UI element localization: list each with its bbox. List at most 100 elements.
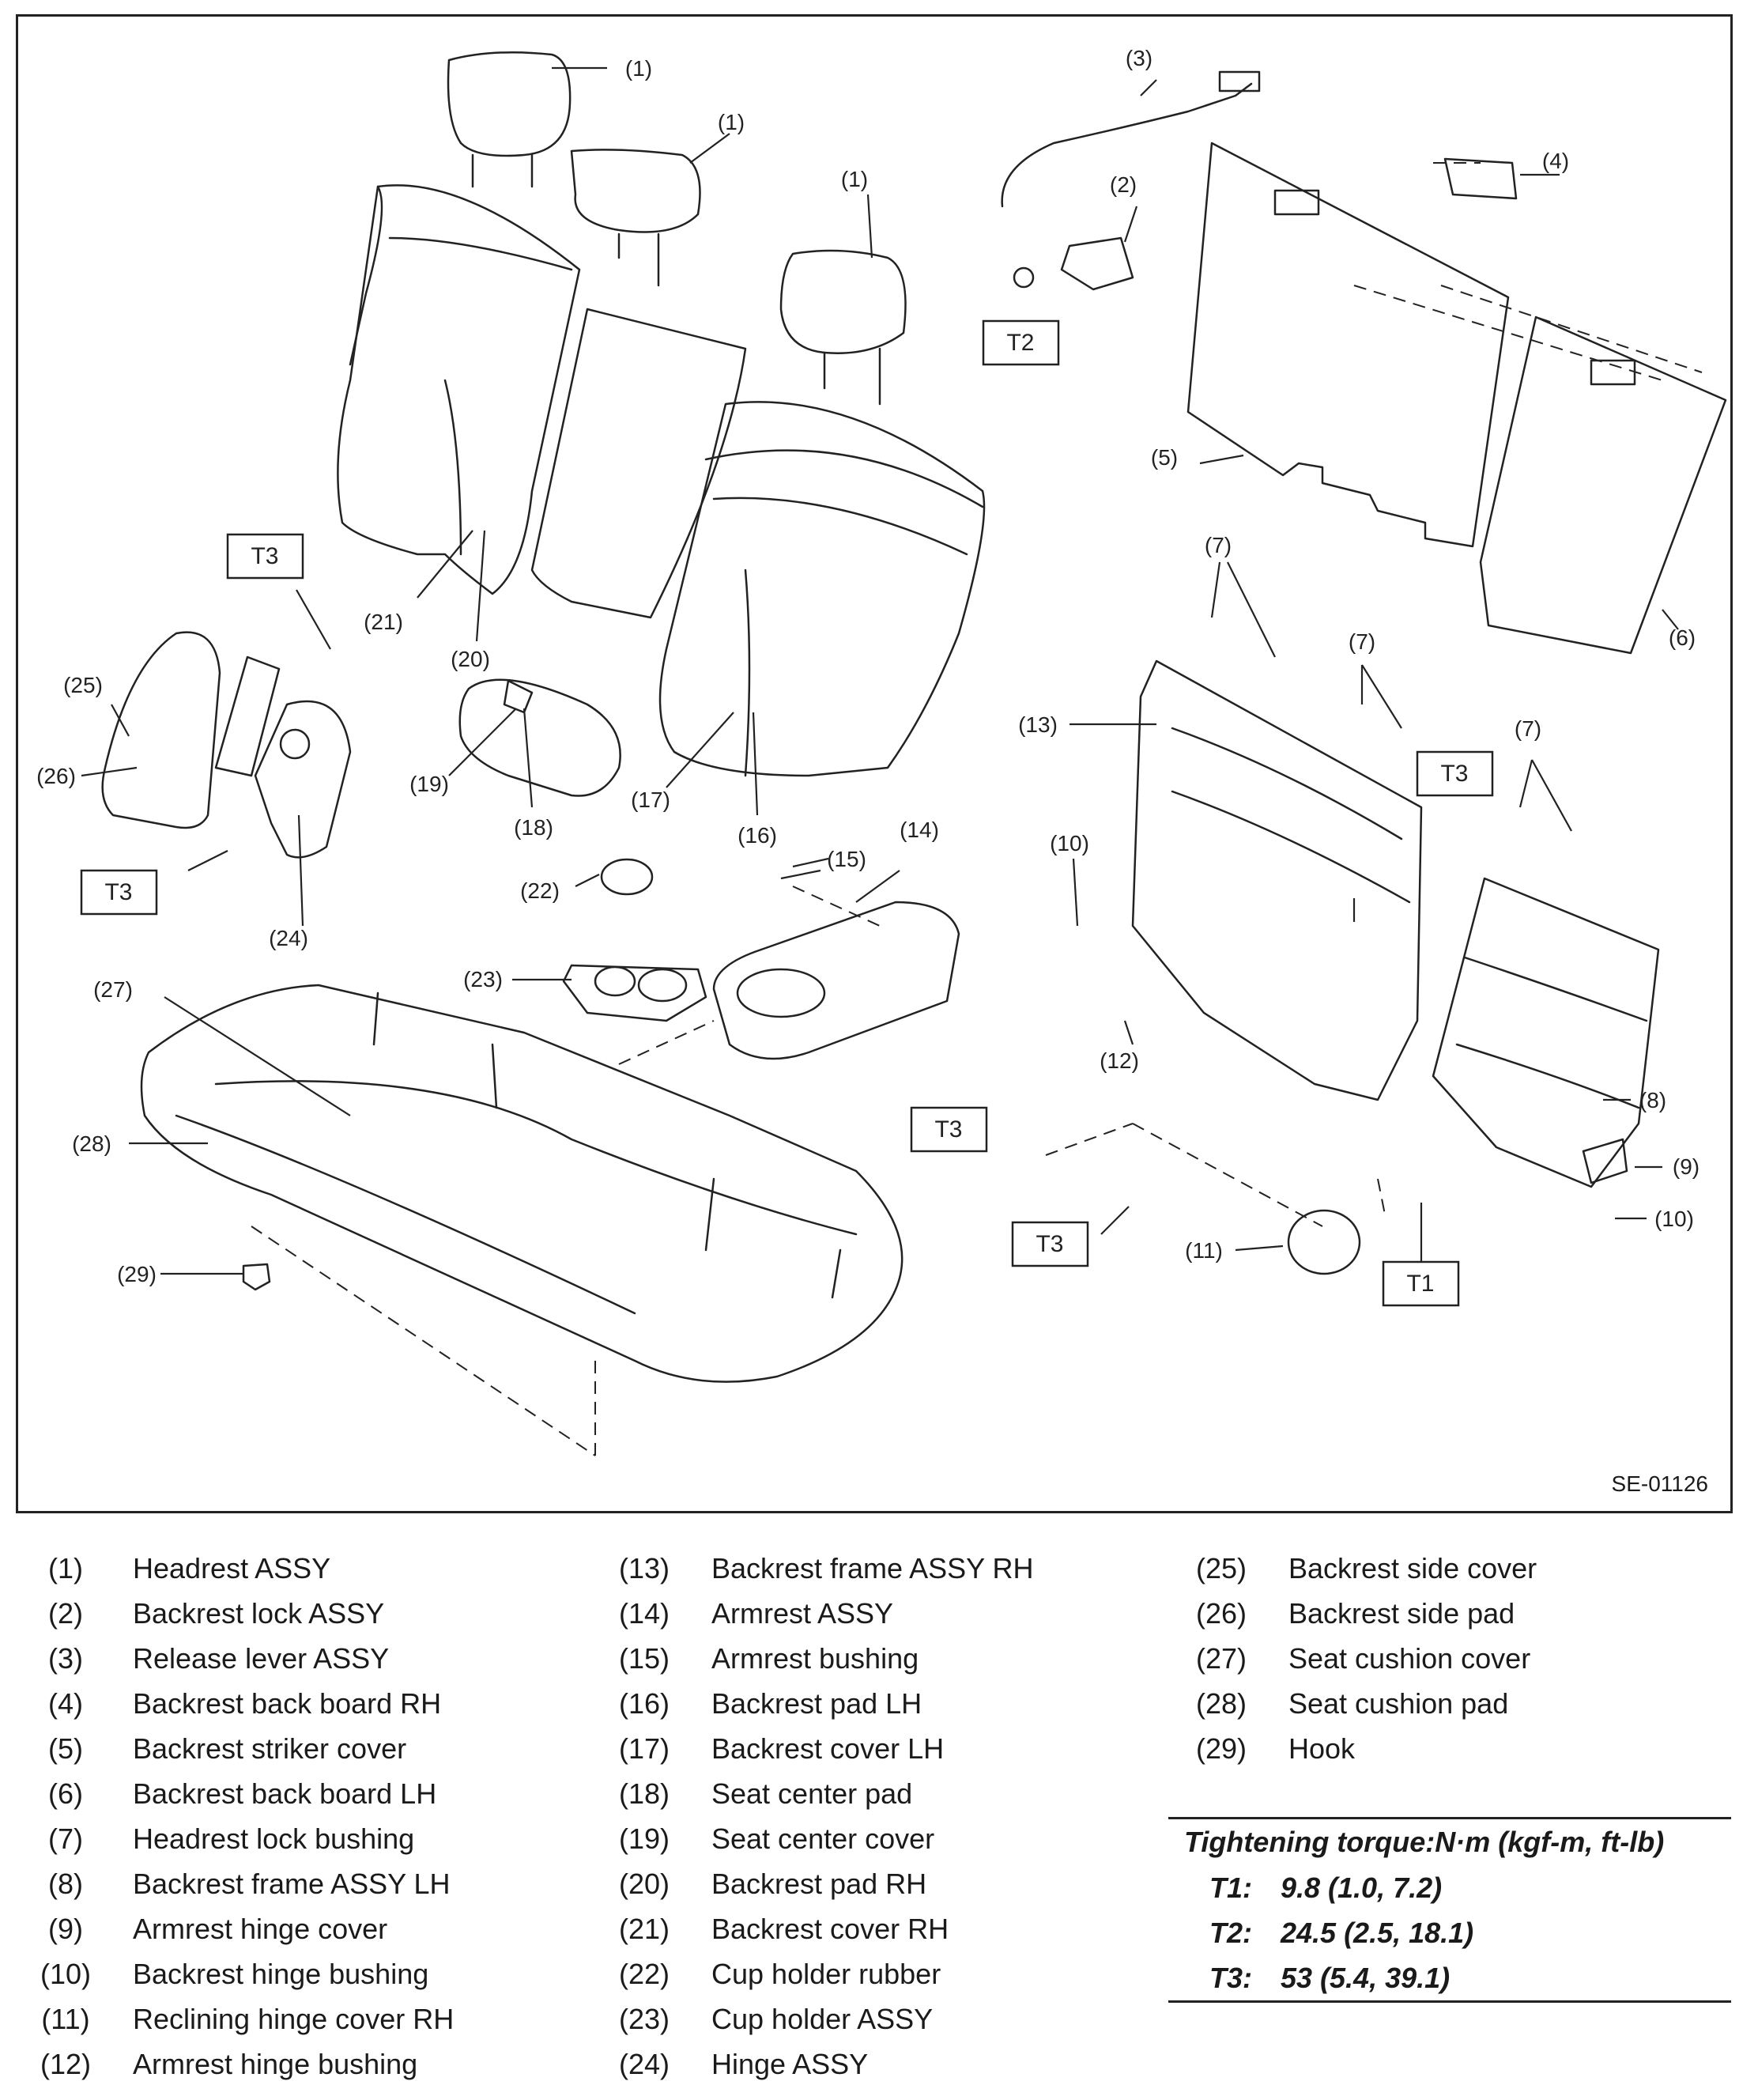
legend-item: (1)Headrest ASSY [48, 1551, 331, 1584]
legend-item: (26)Backrest side pad [1195, 1596, 1515, 1630]
torque-box-t3: T3 [1036, 1231, 1063, 1257]
legend-item: (28)Seat cushion pad [1195, 1686, 1509, 1720]
torque-box-t3: T3 [104, 879, 132, 905]
callout-2: (2) [1110, 172, 1137, 197]
callout-3: (3) [1126, 46, 1153, 70]
legend-item: (10)Backrest hinge bushing [40, 1957, 429, 1990]
callout-27: (27) [93, 977, 133, 1002]
legend-item: (23)Cup holder ASSY [618, 2002, 934, 2035]
callout-21: (21) [364, 610, 403, 634]
torque-box-t3: T3 [1440, 761, 1468, 787]
cup-holder-rubber [600, 858, 654, 896]
callout-16: (16) [738, 823, 777, 848]
callout-12: (12) [1100, 1048, 1139, 1073]
legend-item: (20)Backrest pad RH [618, 1867, 927, 1900]
callout-20: (20) [451, 647, 490, 671]
legend-item: (24)Hinge ASSY [618, 2047, 869, 2080]
seat-cushion [140, 984, 904, 1383]
backrest-striker-cover [1443, 157, 1518, 200]
backrest-rh [337, 184, 747, 619]
legend-item: (19)Seat center cover [618, 1822, 935, 1855]
callout-5: (5) [1151, 445, 1178, 470]
exploded-diagram: T2 T3 T3 T3 T3 T3 T1 (1) (1) (1) (2) (3)… [36, 46, 1727, 1456]
callout-29: (29) [117, 1262, 157, 1286]
callout-17: (17) [631, 788, 670, 812]
torque-box-t2: T2 [1006, 330, 1034, 356]
legend-item: (5)Backrest striker cover [48, 1732, 407, 1765]
headrest-middle [570, 149, 701, 287]
legend-item: (29)Hook [1195, 1732, 1356, 1765]
release-lever-assy [1001, 70, 1261, 208]
callout-25: (25) [63, 673, 103, 697]
headrest-right [779, 249, 907, 406]
callout-24: (24) [269, 926, 308, 950]
legend-item: (21)Backrest cover RH [618, 1912, 949, 1945]
callout-19: (19) [409, 772, 449, 796]
backrest-back-board-lh [1479, 315, 1727, 655]
callout-14: (14) [900, 818, 939, 842]
callout-13: (13) [1018, 712, 1058, 737]
legend-item: (12)Armrest hinge bushing [40, 2047, 418, 2080]
callout-10: (10) [1050, 831, 1089, 855]
callout-10: (10) [1654, 1207, 1694, 1231]
callout-4: (4) [1542, 149, 1569, 173]
legend-item: (22)Cup holder rubber [618, 1957, 941, 1990]
torque-box-t3: T3 [251, 543, 278, 569]
backrest-frame-rh [1131, 659, 1423, 1101]
backrest-lh [658, 401, 986, 777]
callout-1: (1) [718, 110, 745, 134]
callout-26: (26) [36, 764, 76, 788]
armrest-assy [712, 901, 960, 1060]
legend-column-2: (13)Backrest frame ASSY RH (14)Armrest A… [601, 1546, 1034, 2087]
reclining-hinge-cover-rh [1287, 1209, 1361, 1275]
headrest-left [447, 51, 572, 188]
tightening-torque-table: Tightening torque:N·m (kgf-m, ft-lb) T1:… [1168, 1817, 1731, 2003]
backrest-frame-lh [1432, 877, 1660, 1188]
callout-1: (1) [841, 167, 868, 191]
callout-18: (18) [514, 815, 553, 840]
legend-item: (13)Backrest frame ASSY RH [618, 1551, 1034, 1584]
legend-item: (8)Backrest frame ASSY LH [48, 1867, 451, 1900]
torque-row-t3: T3:53 (5.4, 39.1) [1209, 1962, 1451, 1994]
torque-box-t1: T1 [1406, 1271, 1434, 1297]
callout-8: (8) [1639, 1088, 1666, 1112]
legend-item: (7)Headrest lock bushing [48, 1822, 415, 1855]
torque-row-t1: T1:9.8 (1.0, 7.2) [1209, 1871, 1443, 1904]
legend-item: (3)Release lever ASSY [48, 1641, 390, 1675]
armrest-hinge-cover [1582, 1138, 1628, 1184]
legend-item: (18)Seat center pad [618, 1777, 913, 1810]
torque-bottom-rule [1168, 2000, 1731, 2003]
torque-box-t3: T3 [934, 1116, 962, 1143]
backrest-lock-assy [1013, 236, 1134, 291]
legend-column-1: (1)Headrest ASSY (2)Backrest lock ASSY (… [22, 1546, 454, 2087]
callout-9: (9) [1673, 1154, 1700, 1179]
hook [242, 1263, 271, 1291]
legend-item: (16)Backrest pad LH [618, 1686, 922, 1720]
callout-7: (7) [1515, 716, 1541, 741]
legend-item: (11)Reclining hinge cover RH [41, 2002, 455, 2035]
exploded-diagram-frame: T2 T3 T3 T3 T3 T3 T1 (1) (1) (1) (2) (3)… [16, 14, 1733, 1513]
callout-6: (6) [1669, 625, 1696, 650]
callout-23: (23) [463, 967, 503, 991]
backrest-side-cover [101, 631, 281, 829]
hinge-assy-left [254, 700, 352, 859]
callout-7: (7) [1205, 533, 1232, 557]
legend-item: (15)Armrest bushing [618, 1641, 919, 1675]
legend-column-3: (25)Backrest side cover (26)Backrest sid… [1178, 1546, 1537, 1771]
callout-15: (15) [827, 847, 866, 871]
legend-item: (6)Backrest back board LH [48, 1777, 437, 1810]
callout-22: (22) [520, 878, 560, 903]
legend-item: (27)Seat cushion cover [1195, 1641, 1531, 1675]
callout-7: (7) [1349, 629, 1375, 654]
backrest-back-board-rh [1186, 142, 1510, 548]
cup-holder-assy [562, 964, 707, 1022]
callout-1: (1) [625, 56, 652, 81]
legend-item: (17)Backrest cover LH [618, 1732, 945, 1765]
legend-item: (4)Backrest back board RH [48, 1686, 442, 1720]
callout-11: (11) [1185, 1238, 1223, 1263]
legend-item: (14)Armrest ASSY [618, 1596, 894, 1630]
seat-center-pad [458, 678, 621, 797]
torque-row-t2: T2:24.5 (2.5, 18.1) [1209, 1917, 1474, 1949]
torque-title: Tightening torque:N·m (kgf-m, ft-lb) [1168, 1817, 1731, 1865]
legend-item: (25)Backrest side cover [1195, 1551, 1537, 1584]
